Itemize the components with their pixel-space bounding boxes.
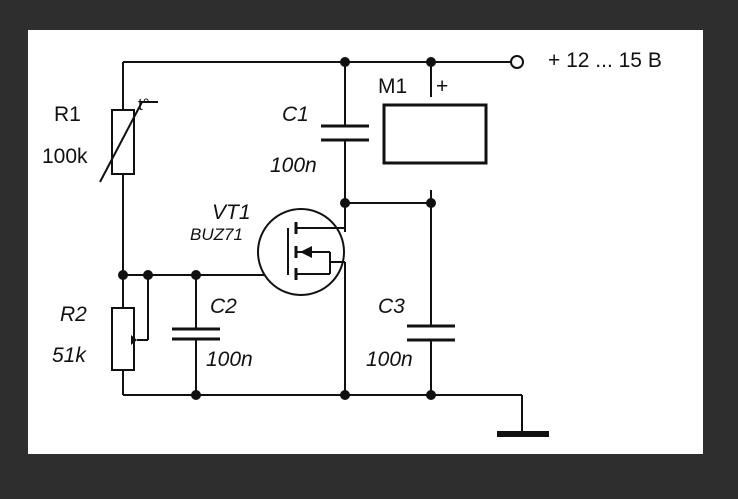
vt1-label: VT1 [212,201,251,224]
r2-potentiometer [111,307,137,371]
vt1-mosfet [257,208,346,296]
r2-label: R2 [60,303,87,326]
r1-value: 100k [42,145,88,168]
c3-value: 100n [366,348,413,371]
schematic-canvas [28,30,703,454]
c1-value: 100n [270,154,317,177]
c2-label: C2 [210,295,237,318]
c1-capacitor [321,124,369,142]
junction-dots [118,57,436,400]
supply-label: + 12 ... 15 В [548,49,662,72]
c3-label: C3 [378,295,405,318]
m1-load [382,103,488,165]
c3-capacitor [407,324,455,342]
m1-label: M1 [378,75,407,98]
supply-terminal [510,55,524,69]
c2-value: 100n [206,348,253,371]
r1-thermistor: t° [99,95,158,183]
r1-thermistor-mark: t° [138,95,150,114]
c2-capacitor [172,327,220,341]
r2-value: 51k [52,344,87,367]
vt1-part: BUZ71 [190,225,243,244]
m1-polarity: + [436,75,448,98]
c1-label: C1 [282,103,309,126]
r1-label: R1 [54,103,81,126]
